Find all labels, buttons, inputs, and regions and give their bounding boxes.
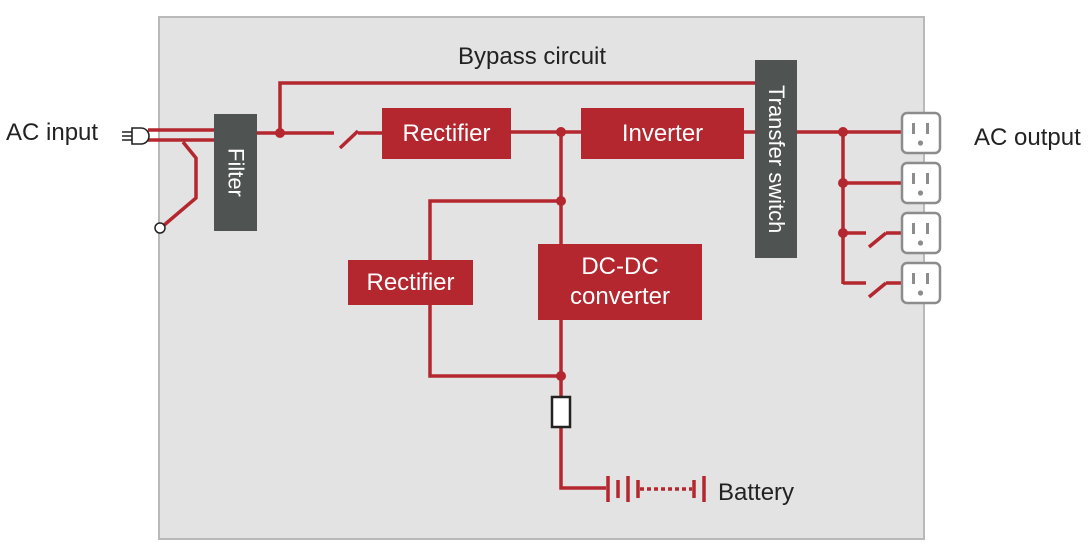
ac-outlet-icon xyxy=(900,211,942,255)
transfer-switch-label: Transfer switch xyxy=(764,84,789,234)
fuse-to-battery-wire xyxy=(559,428,606,490)
battery-label: Battery xyxy=(718,479,795,506)
outlet-4-switch-blade xyxy=(867,281,888,299)
ac-plug-icon xyxy=(122,127,150,145)
ac-outlet-icon xyxy=(900,161,942,205)
filter-block: Filter xyxy=(214,114,257,231)
input-terminal-icon xyxy=(154,222,166,234)
dcdc-label-line2: converter xyxy=(569,283,671,310)
charger-rectifier-label: Rectifier xyxy=(366,268,455,296)
input-bypass-diagonal xyxy=(161,140,198,228)
ac-outlet-icon xyxy=(900,111,942,155)
dcdc-converter-block: DC-DC converter xyxy=(538,244,702,320)
junction-dot xyxy=(838,228,848,238)
dcdc-label-line1: DC-DC xyxy=(581,253,659,280)
fuse-icon xyxy=(550,395,572,429)
inverter-block: Inverter xyxy=(581,108,744,159)
charger-bottom-wire xyxy=(428,304,561,378)
main-rectifier-block: Rectifier xyxy=(382,108,511,159)
bypass-circuit-label: Bypass circuit xyxy=(458,43,607,70)
junction-dot xyxy=(838,127,848,137)
charger-rectifier-block: Rectifier xyxy=(348,260,473,305)
outlet-3-switch-blade xyxy=(867,231,888,249)
junction-dot xyxy=(556,127,566,137)
ac-outlet-icon xyxy=(900,261,942,305)
ac-output-label: AC output xyxy=(974,124,1081,151)
input-switch-blade xyxy=(338,129,360,150)
filter-label: Filter xyxy=(223,148,249,197)
junction-dot xyxy=(838,178,848,188)
transfer-switch-block: Transfer switch xyxy=(755,60,797,258)
junction-dot xyxy=(556,196,566,206)
ac-input-label: AC input xyxy=(6,119,99,146)
bypass-circuit-wire xyxy=(278,81,756,133)
junction-dot xyxy=(275,128,285,138)
charger-top-wire xyxy=(428,199,561,261)
junction-dot xyxy=(556,371,566,381)
